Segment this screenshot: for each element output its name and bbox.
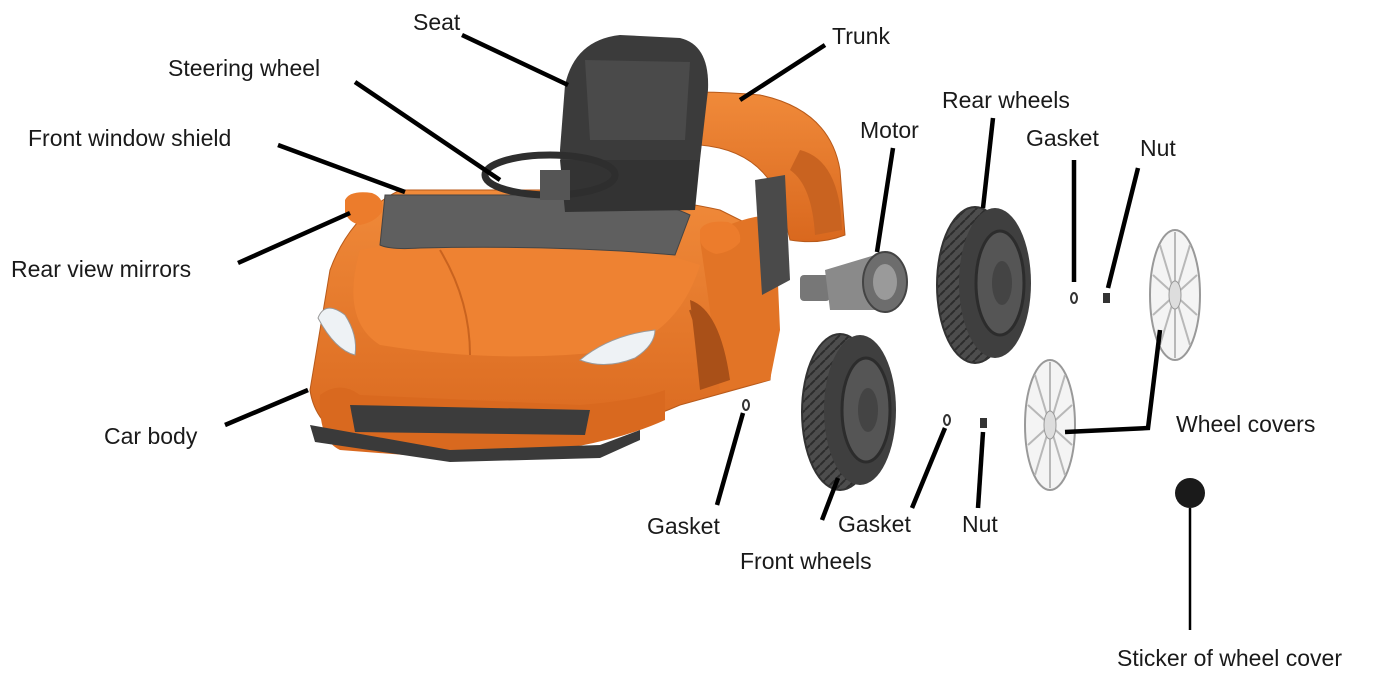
label-seat: Seat (413, 9, 461, 35)
nut-front (980, 418, 987, 428)
car-body (309, 35, 846, 462)
label-gasket-front-right: Gasket (838, 511, 911, 537)
label-front-window-shield: Front window shield (28, 125, 231, 151)
leader-wheel-covers (1064, 329, 1163, 435)
headlight-left (317, 307, 356, 356)
label-sticker-of-wheel-cover: Sticker of wheel cover (1117, 645, 1342, 671)
leader-car-body (224, 387, 309, 428)
label-rear-view-mirrors: Rear view mirrors (11, 256, 191, 282)
gasket-rear (1070, 292, 1078, 304)
leader-steering-wheel (353, 80, 502, 182)
label-steering-wheel: Steering wheel (168, 55, 320, 81)
leader-rear-wheels (980, 117, 996, 209)
rear-wheel (936, 206, 1031, 364)
wheel-cover-rear (1149, 229, 1201, 361)
label-rear-wheels: Rear wheels (942, 87, 1070, 113)
labels: Seat Trunk Steering wheel Front window s… (11, 9, 1342, 671)
mirror-right (700, 221, 741, 254)
label-trunk: Trunk (832, 23, 890, 49)
leader-seat (461, 32, 569, 88)
label-wheel-covers: Wheel covers (1176, 411, 1315, 437)
leader-gasket-front-right (909, 427, 948, 509)
motor (800, 251, 908, 313)
label-nut-rear: Nut (1140, 135, 1176, 161)
leader-trunk (738, 43, 827, 102)
label-nut-front: Nut (962, 511, 998, 537)
gasket-front-left (742, 399, 750, 411)
leader-rear-view-mirrors (237, 210, 351, 266)
nut-rear (1103, 293, 1110, 303)
label-front-wheels: Front wheels (740, 548, 872, 574)
seat (560, 35, 709, 212)
leader-lines (224, 32, 1192, 630)
mirror-left (345, 192, 383, 225)
leader-front-window-shield (277, 142, 406, 195)
sticker-of-wheel-cover (1175, 478, 1205, 508)
gasket-front-right (943, 414, 951, 426)
label-gasket-front-left: Gasket (647, 513, 720, 539)
label-motor: Motor (860, 117, 919, 143)
headlight-right (579, 329, 656, 365)
label-gasket-rear: Gasket (1026, 125, 1099, 151)
leader-front-wheels (819, 477, 841, 521)
front-wheel (801, 333, 896, 491)
label-car-body: Car body (104, 423, 198, 449)
leader-motor (874, 147, 896, 253)
leader-nut-front (975, 431, 986, 509)
leader-nut-rear (1105, 167, 1141, 289)
wheel-cover-front (1024, 359, 1076, 491)
leader-gasket-front-left (714, 412, 746, 506)
steering-wheel (481, 151, 619, 200)
